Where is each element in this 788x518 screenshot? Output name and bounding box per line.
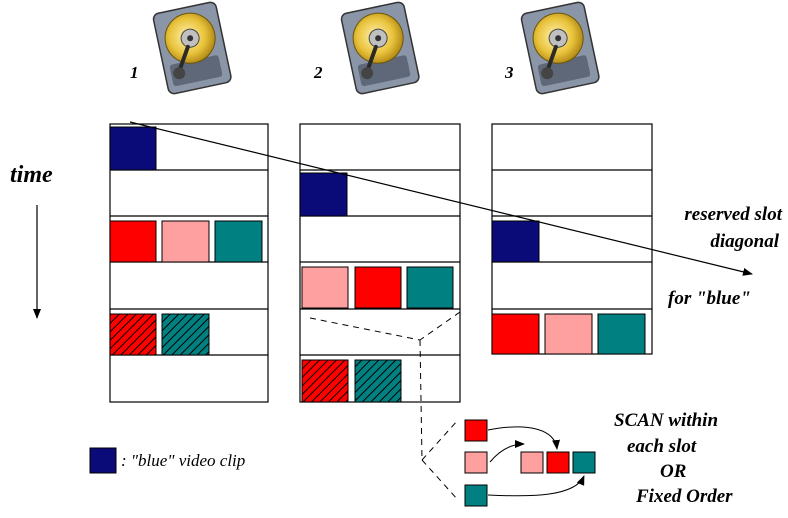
disk-number-2: 2	[314, 63, 323, 82]
clip-pink	[161, 220, 210, 263]
disk-icon-2	[340, 1, 420, 95]
scan-arrow-red	[487, 426, 561, 450]
scan-arrow-teal	[487, 475, 585, 497]
annotation-line-1: reserved slot	[684, 204, 782, 225]
zoom-lines	[309, 311, 461, 501]
scan-output-pink	[520, 451, 544, 474]
disk-number-1: 1	[130, 63, 139, 82]
scan-note-line-1: SCAN within	[614, 410, 719, 431]
clip-blue	[491, 220, 540, 263]
scan-input-red	[464, 419, 488, 442]
legend-label: : "blue" video clip	[121, 451, 246, 470]
disk-column-2	[299, 123, 461, 403]
time-label: time	[10, 162, 53, 188]
scan-output-teal	[572, 451, 596, 474]
disk-column-3	[491, 123, 653, 355]
scan-input-teal	[464, 484, 488, 507]
clip-teal	[214, 220, 263, 263]
clip-blue	[299, 172, 348, 217]
scan-note-line-3: OR	[660, 461, 687, 482]
annotation-line-2: diagonal	[710, 231, 779, 252]
scan-arrow-pink	[489, 440, 525, 463]
clip-blue	[109, 126, 157, 171]
clip-red-hatched	[109, 313, 157, 356]
diagonal-arrow	[129, 121, 753, 276]
scan-output-red	[546, 451, 570, 474]
disk-number-3: 3	[505, 63, 514, 82]
clip-red	[109, 220, 157, 263]
scan-detail	[464, 419, 596, 507]
scan-note-line-2: each slot	[627, 436, 697, 457]
legend-swatch-blue	[89, 447, 117, 474]
annotation-line-3: for "blue"	[668, 288, 751, 309]
clip-teal	[406, 266, 454, 309]
clip-pink	[544, 313, 593, 355]
clip-teal	[597, 313, 646, 355]
disk-icon-3	[520, 1, 600, 95]
clip-teal-hatched	[161, 313, 210, 356]
clip-red	[354, 266, 402, 309]
clip-red-hatched	[301, 359, 349, 403]
scan-note-line-4: Fixed Order	[636, 486, 733, 507]
scan-input-pink	[464, 451, 488, 474]
disk-column-1	[109, 123, 269, 403]
clip-pink	[301, 266, 349, 309]
disk-icon-1	[152, 1, 232, 95]
clip-teal-hatched	[354, 359, 402, 403]
clip-red	[491, 313, 540, 355]
